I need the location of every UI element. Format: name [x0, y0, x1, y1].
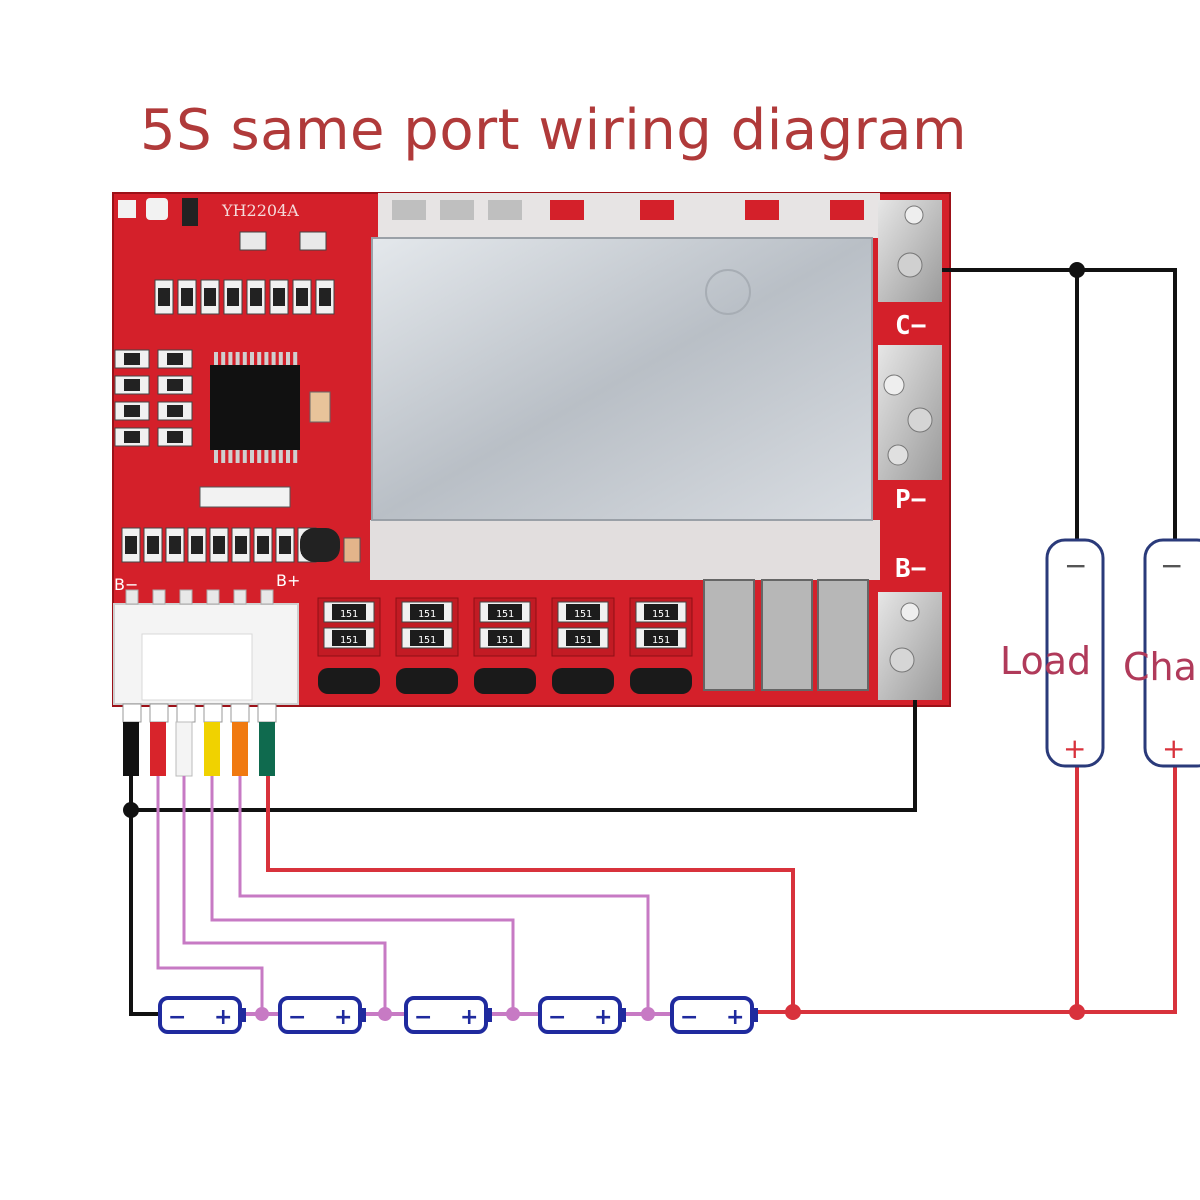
cell-pos-sign: + — [594, 1005, 612, 1030]
label-b-minus: B− — [114, 575, 138, 594]
ic-chip — [210, 352, 300, 463]
battery-cell: −+ — [538, 996, 626, 1034]
cell-neg-sign: − — [168, 1005, 186, 1030]
battery-cell: −+ — [278, 996, 366, 1034]
smd-row-top — [154, 279, 335, 315]
battery-cells: −+−+−+−+−+ — [158, 996, 758, 1034]
load-pos-sign: + — [1063, 732, 1086, 765]
heatsink-mark — [705, 269, 751, 315]
label-b-terminal: B− — [895, 554, 926, 584]
charger-pos-sign: + — [1162, 732, 1185, 765]
resistor-code: 151 — [574, 635, 592, 646]
load-label: Load — [1000, 639, 1091, 683]
balance-resistor-blocks: 151 151 151 151 151 151 151 151 151 151 — [317, 597, 693, 694]
resistor-code: 151 — [340, 635, 358, 646]
cell-neg-sign: − — [680, 1005, 698, 1030]
charger-neg-sign: − — [1160, 549, 1183, 582]
battery-cell: −+ — [158, 996, 246, 1034]
battery-cell: −+ — [404, 996, 492, 1034]
resistor-code: 151 — [340, 609, 358, 620]
bms-board: C− P− B− YH2204A 15115115115115115115115… — [112, 192, 951, 707]
junction-c-minus — [1069, 262, 1085, 278]
red-wires — [266, 760, 1177, 1014]
smd-left-column — [114, 349, 193, 447]
cell-pos-sign: + — [726, 1005, 744, 1030]
battery-cell: −+ — [670, 996, 758, 1034]
upper-pads — [392, 200, 864, 220]
cell-pos-sign: + — [214, 1005, 232, 1030]
resistor-code: 151 — [652, 609, 670, 620]
resistor-code: 151 — [652, 635, 670, 646]
resistor-code: 151 — [574, 609, 592, 620]
load-symbol: − + — [1045, 538, 1105, 768]
cell-neg-sign: − — [548, 1005, 566, 1030]
cell-neg-sign: − — [288, 1005, 306, 1030]
resistor-code: 151 — [496, 609, 514, 620]
load-neg-sign: − — [1064, 549, 1087, 582]
label-p-terminal: P− — [895, 485, 926, 515]
cell-pos-sign: + — [460, 1005, 478, 1030]
board-model: YH2204A — [221, 201, 299, 220]
b-plus-sense-wire — [266, 776, 795, 1012]
heatsink-plate — [371, 237, 873, 521]
junction-ground — [123, 802, 139, 818]
label-c-terminal: C− — [895, 311, 926, 341]
balance-connector — [113, 589, 299, 723]
charger-label: Cha — [1123, 645, 1197, 689]
sense-wire-stubs — [123, 721, 275, 777]
smd-row-bottom — [121, 527, 317, 563]
smd-misc — [199, 231, 361, 563]
balance-wires — [156, 776, 650, 1014]
c-minus-wire — [942, 268, 1177, 545]
resistor-code: 151 — [418, 609, 436, 620]
pack-positive-bus — [793, 760, 1177, 1014]
pcb-lower-pad-area — [370, 520, 880, 580]
series-junctions — [255, 1007, 655, 1021]
label-b-plus: B+ — [276, 571, 300, 590]
charger-symbol: − + — [1143, 538, 1200, 768]
junction-load-positive — [1069, 1004, 1085, 1020]
cell-neg-sign: − — [414, 1005, 432, 1030]
cell-pos-sign: + — [334, 1005, 352, 1030]
b-minus-wire — [129, 776, 160, 1016]
resistor-code: 151 — [496, 635, 514, 646]
resistor-code: 151 — [418, 635, 436, 646]
ground-wire — [131, 700, 917, 812]
mosfets — [703, 579, 869, 691]
black-wires — [129, 268, 1177, 1016]
page-title: 5S same port wiring diagram — [140, 98, 968, 163]
